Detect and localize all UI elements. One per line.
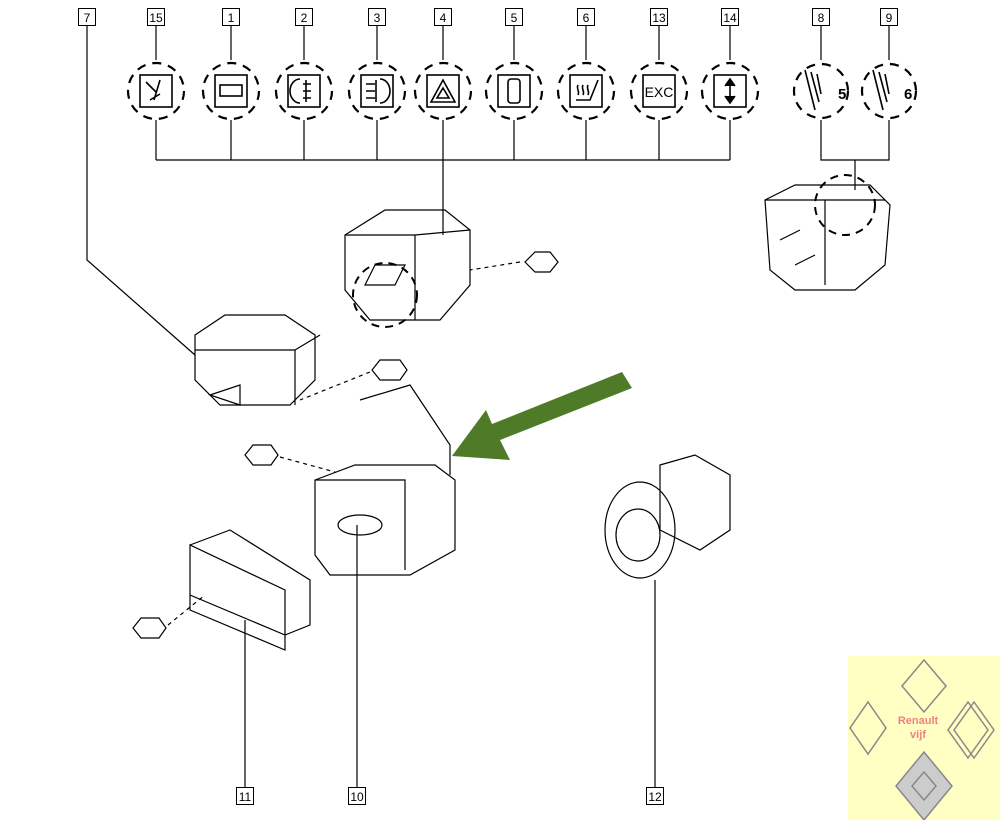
callout-7: 7 [78,8,96,26]
icon-circles [126,61,918,121]
green-pointer-arrow [452,372,632,460]
door-lock-icon [497,74,531,108]
height-adjust-icon [713,74,747,108]
child-lock-glyph [145,79,161,101]
callout-15: 15 [147,8,165,26]
heated-seat-icon [569,74,603,108]
rear-fog-icon [287,74,321,108]
callout-11: 11 [236,787,254,805]
callout-9: 9 [880,8,898,26]
callout-6: 6 [577,8,595,26]
callout-1: 1 [222,8,240,26]
logo-line1: Renault [897,715,939,727]
callout-3: 3 [368,8,386,26]
renault-diamonds [849,658,995,820]
window-switch-6-icon [872,69,890,111]
leader-lines [86,26,890,787]
num6-label: 6 [904,86,912,103]
num5-label: 5 [838,86,846,103]
callout-12: 12 [646,787,664,805]
renault-logo-panel: Renault vijf [848,656,1000,820]
rear-defrost-icon [214,74,248,108]
window-switch-5-icon [804,69,822,111]
callout-5: 5 [505,8,523,26]
exc-icon [642,74,676,108]
callout-8: 8 [812,8,830,26]
callout-13: 13 [650,8,668,26]
switch-part-7 [194,314,321,406]
logo-line2: vijf [910,729,926,741]
switch-part-10 [314,384,456,576]
knob-part-12 [604,454,731,579]
callout-10: 10 [348,787,366,805]
child-lock-icon [139,74,173,108]
logo-text: Renault vijf [888,714,948,742]
exc-label: EXC [645,84,674,100]
switch-part-8-9 [764,174,891,291]
switch-part-11 [189,529,311,651]
callout-4: 4 [434,8,452,26]
bulb-markers [132,251,559,639]
front-fog-icon [360,74,394,108]
hazard-icon [426,74,460,108]
callout-2: 2 [295,8,313,26]
switch-part-4 [344,209,471,328]
callout-14: 14 [721,8,739,26]
